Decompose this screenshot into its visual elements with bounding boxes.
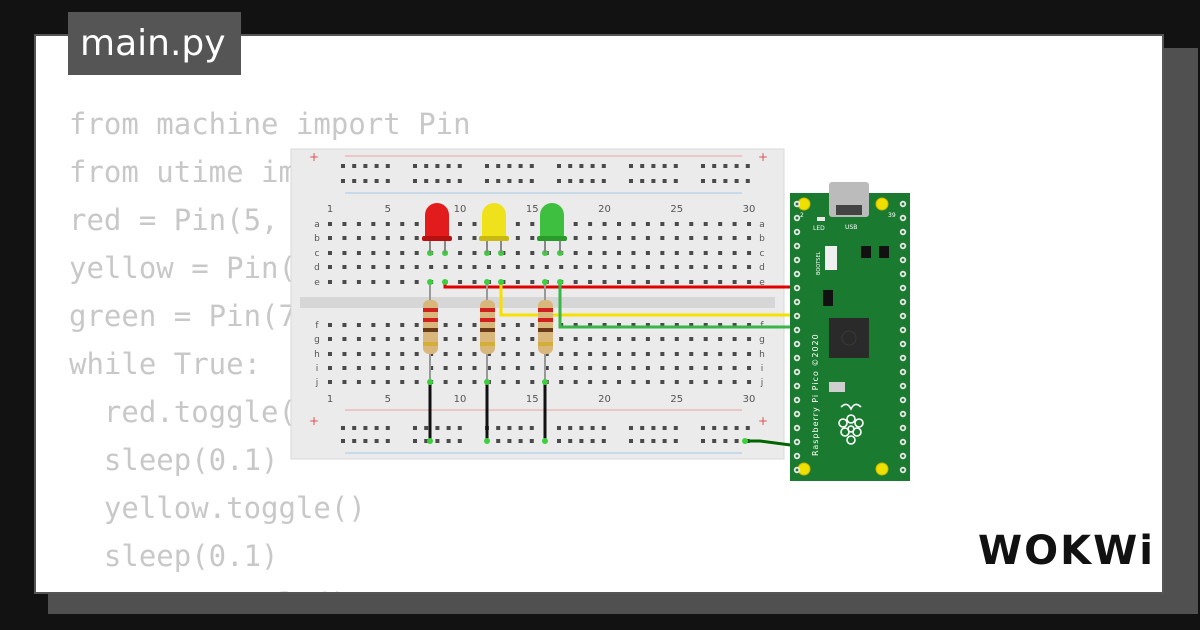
code-line: while True:: [69, 347, 262, 381]
column-number: 10: [454, 394, 467, 405]
resistor-1[interactable]: [423, 283, 438, 380]
row-label: c: [760, 249, 765, 259]
code-line: sleep(0.1): [69, 443, 279, 477]
row-label: f: [315, 321, 319, 331]
plus-sign-top-right: +: [758, 150, 768, 164]
column-number: 1: [327, 394, 333, 405]
code-line: yellow.toggle(): [69, 491, 366, 525]
row-label: a: [314, 220, 320, 230]
resistor-3[interactable]: [538, 283, 553, 380]
wire-green[interactable]: [558, 281, 798, 329]
wokwi-logo: WOKWi: [978, 528, 1155, 574]
raspberry-pi-pico[interactable]: LED USB 2 39 BOOTSEL Raspberry Pi Pico ©…: [790, 182, 910, 481]
column-number: 5: [385, 204, 391, 215]
row-label: d: [314, 263, 320, 273]
mounting-hole: [875, 462, 889, 476]
row-label: g: [759, 335, 765, 345]
row-label: c: [315, 249, 320, 259]
pin-label-2: 2: [800, 212, 804, 219]
center-channel: [300, 297, 775, 308]
row-label: e: [759, 278, 765, 288]
plus-sign-top-left: +: [309, 150, 319, 164]
column-number: 25: [670, 394, 683, 405]
wire-ground[interactable]: [745, 439, 799, 448]
row-label: j: [315, 378, 319, 388]
rp2040-chip: [829, 318, 869, 358]
column-number: 30: [743, 394, 756, 405]
pin-label-39: 39: [888, 212, 896, 219]
pico-label: Raspberry Pi Pico ©2020: [811, 333, 820, 456]
column-number: 30: [743, 204, 756, 215]
column-number: 15: [526, 204, 539, 215]
file-tab[interactable]: main.py: [68, 12, 241, 75]
column-number: 15: [526, 394, 539, 405]
column-number: 20: [598, 204, 611, 215]
row-label: d: [759, 263, 765, 273]
column-number: 25: [670, 204, 683, 215]
code-line: sleep(0.1): [69, 539, 279, 573]
column-number: 10: [454, 204, 467, 215]
row-label: a: [759, 220, 765, 230]
led-yellow[interactable]: [479, 203, 509, 253]
row-label: h: [314, 350, 320, 360]
code-line: red.toggle(): [69, 395, 314, 429]
row-label: g: [314, 335, 320, 345]
row-label: e: [314, 278, 320, 288]
row-label: j: [760, 378, 764, 388]
wire-yellow[interactable]: [499, 281, 798, 317]
row-label: b: [314, 234, 320, 244]
row-label: h: [759, 350, 765, 360]
resistor-2[interactable]: [480, 283, 495, 380]
led-green[interactable]: [537, 203, 567, 253]
column-number: 20: [598, 394, 611, 405]
bootsel-button[interactable]: [825, 246, 837, 270]
led-red[interactable]: [422, 203, 452, 253]
raspberry-logo-icon: [838, 403, 864, 445]
column-number: 1: [327, 204, 333, 215]
row-label: b: [759, 234, 765, 244]
pico-pins: [793, 200, 907, 474]
bootsel-label: BOOTSEL: [816, 251, 822, 275]
usb-label: USB: [845, 224, 857, 231]
column-number: 5: [385, 394, 391, 405]
led-label: LED: [813, 225, 825, 232]
mounting-hole: [875, 197, 889, 211]
plus-sign-bottom-left: +: [309, 414, 319, 428]
plus-sign-bottom-right: +: [758, 414, 768, 428]
file-tab-label: main.py: [80, 23, 226, 64]
code-line: green.toggle(): [69, 580, 488, 592]
code-line: from machine import Pin: [69, 107, 471, 141]
row-label: i: [761, 364, 764, 374]
row-label: i: [316, 364, 319, 374]
